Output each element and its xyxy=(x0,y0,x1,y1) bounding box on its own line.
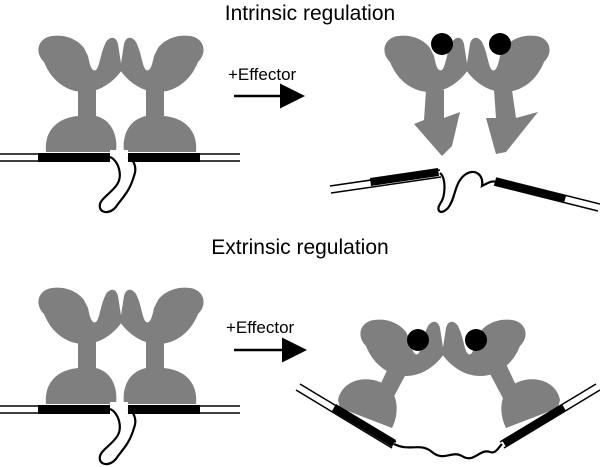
dna-binding-domain-left-bottom xyxy=(45,368,117,404)
effector-label-bottom: +Effector xyxy=(226,318,295,337)
bound-repressor-dimer xyxy=(38,35,204,152)
released-repressor-dimer xyxy=(384,35,550,156)
dna-released-top xyxy=(329,168,600,213)
bound-repressor-dimer-bottom xyxy=(38,287,204,404)
dna-binding-domain-right-bottom xyxy=(123,368,197,404)
operator-site-right xyxy=(128,153,200,162)
dna-straight-bottom xyxy=(0,402,240,466)
dna-loop-bottom-right xyxy=(393,442,503,460)
intrinsic-title: Intrinsic regulation xyxy=(225,2,395,25)
operator-site-left xyxy=(38,153,110,162)
effector-molecule-left xyxy=(431,33,453,55)
operator-site-right-bottom xyxy=(128,405,200,414)
dna-loop-top-right xyxy=(437,170,497,213)
dna-binding-domain-right xyxy=(123,116,197,152)
bent-repressor-dimer xyxy=(338,319,560,428)
released-head-left xyxy=(384,35,468,92)
dna-loop-top-left xyxy=(98,155,137,214)
repressor-head-left xyxy=(38,35,122,92)
repressor-head-right xyxy=(120,35,204,92)
dna-straight-top xyxy=(0,150,240,214)
bent-head-left xyxy=(360,319,444,376)
dna-bent-bottom xyxy=(295,383,600,460)
extrinsic-title: Extrinsic regulation xyxy=(211,236,388,259)
bent-binding-domain-left xyxy=(338,379,397,428)
effector-molecule-right-bottom xyxy=(465,329,487,351)
repressor-head-left-bottom xyxy=(38,287,122,344)
bent-binding-domain-right xyxy=(501,379,560,428)
released-arm-left xyxy=(414,90,460,156)
operator-site-left-bottom xyxy=(38,405,110,414)
effector-molecule-left-bottom xyxy=(407,329,429,351)
repressor-head-right-bottom xyxy=(120,287,204,344)
extrinsic-panel: Extrinsic regulation +Effector xyxy=(0,236,600,466)
bent-head-right xyxy=(442,319,526,376)
effector-label-top: +Effector xyxy=(228,65,297,84)
released-arm-right xyxy=(486,90,538,154)
effector-molecule-right xyxy=(489,33,511,55)
dna-loop-bottom-left xyxy=(98,407,137,466)
intrinsic-panel: Intrinsic regulation +Effector xyxy=(0,2,600,214)
dna-binding-domain-left xyxy=(45,116,117,152)
